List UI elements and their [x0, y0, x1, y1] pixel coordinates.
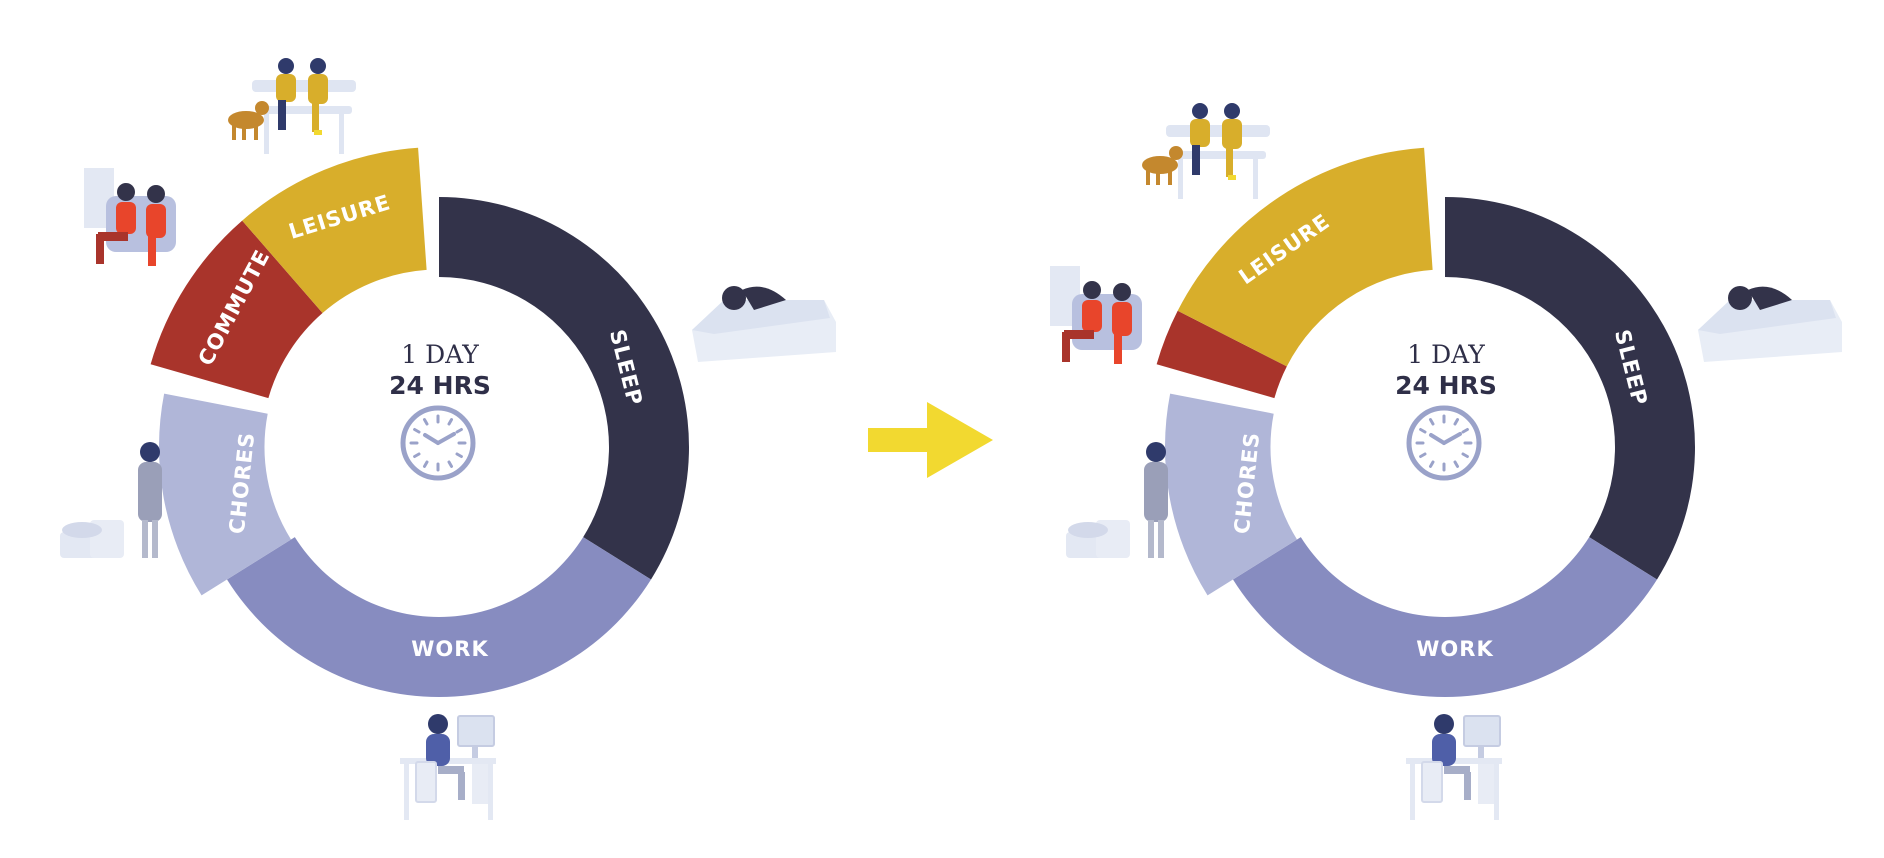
label-work: WORK	[411, 637, 488, 661]
segment-work	[1232, 537, 1658, 697]
day-ring-before: SLEEP WORK CHORES COMMUTE LEISURE 1 DAY …	[60, 58, 836, 821]
segment-leisure	[1177, 147, 1433, 367]
sleeping-in-bed-icon	[1698, 286, 1842, 362]
clock-icon	[403, 408, 473, 478]
laundry-chores-icon	[1066, 442, 1168, 558]
segment-chores	[159, 393, 292, 596]
computer-desk-worker-icon	[1405, 713, 1503, 821]
day-ring-after: SLEEP WORK CHORES LEISURE 1 DAY 24 HRS	[1050, 103, 1842, 821]
train-commuters-icon	[1050, 266, 1142, 364]
park-bench-couple-icon	[1142, 103, 1270, 199]
segment-sleep	[439, 197, 689, 580]
segment-work	[226, 537, 652, 697]
center-day-label: 1 DAY	[401, 340, 479, 369]
segment-commute	[150, 220, 323, 399]
park-bench-couple-icon	[228, 58, 356, 154]
segment-sleep	[1445, 197, 1696, 580]
segment-chores	[1165, 393, 1298, 596]
transition-arrow	[868, 402, 993, 478]
segment-commute	[1156, 310, 1287, 399]
label-work: WORK	[1416, 637, 1493, 661]
center-day-label: 1 DAY	[1407, 340, 1485, 369]
computer-desk-worker-icon	[399, 713, 497, 821]
center-hours-label: 24 HRS	[1395, 371, 1497, 400]
clock-icon	[1409, 408, 1479, 478]
train-commuters-icon	[84, 168, 176, 266]
sleeping-in-bed-icon	[692, 286, 836, 362]
center-hours-label: 24 HRS	[389, 371, 491, 400]
segment-leisure	[242, 147, 427, 314]
laundry-chores-icon	[60, 442, 162, 558]
